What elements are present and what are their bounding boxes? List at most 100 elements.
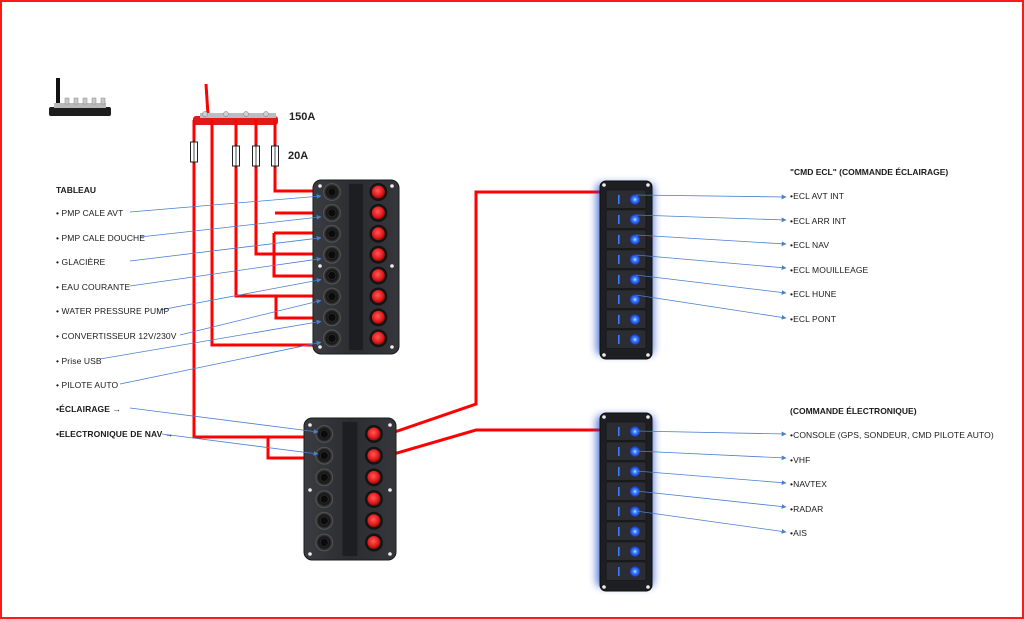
- leader-arrow: [179, 299, 322, 336]
- switch-indicator: [618, 295, 620, 304]
- leader-arrow: [635, 274, 787, 295]
- red-button-icon: [367, 514, 381, 528]
- switch-indicator: [618, 567, 620, 576]
- busbar-rating-label: 150A: [289, 111, 316, 123]
- screw-icon: [308, 552, 312, 556]
- switch-indicator: [618, 467, 620, 476]
- red-button-icon: [367, 470, 381, 484]
- panel-strip: [342, 422, 358, 556]
- blue-led-icon: [629, 274, 641, 285]
- tableau-item: • Prise USB: [56, 355, 102, 366]
- red-button-icon: [367, 427, 381, 441]
- leader-arrow: [635, 450, 787, 461]
- leader-arrow: [139, 214, 322, 238]
- screw-icon: [388, 552, 392, 556]
- switch-indicator: [618, 487, 620, 496]
- leader-arrow: [635, 470, 787, 486]
- cmd-elec-item: •AIS: [790, 528, 808, 538]
- red-button-icon: [371, 227, 385, 241]
- screw-icon: [390, 184, 394, 188]
- busbar-icon: [49, 78, 111, 116]
- blue-led-icon: [629, 506, 641, 517]
- switch-panel-sub: [303, 417, 397, 561]
- screw-icon: [646, 585, 650, 589]
- red-wire: [273, 120, 322, 193]
- leader-arrow: [635, 214, 787, 223]
- screw-icon: [308, 488, 312, 492]
- cmd-ecl-title: "CMD ECL" (COMMANDE ÉCLAIRAGE): [790, 167, 949, 177]
- red-button-icon: [371, 206, 385, 220]
- blue-led-icon: [629, 194, 641, 205]
- cmd-ecl-item: •ECL NAV: [790, 240, 830, 250]
- red-button-icon: [371, 310, 385, 324]
- blue-led-icon: [629, 526, 641, 537]
- switch-indicator: [618, 335, 620, 344]
- red-button-icon: [371, 269, 385, 283]
- leader-arrow: [635, 234, 787, 247]
- red-wire: [192, 120, 322, 439]
- red-button-icon: [371, 248, 385, 262]
- panel-strip: [349, 184, 363, 350]
- switch-panel-cmd-ecl: [599, 180, 653, 360]
- switch-panel-main: [312, 179, 400, 355]
- tableau-item: • EAU COURANTE: [56, 281, 131, 292]
- leader-arrow: [119, 340, 322, 385]
- blue-led-icon: [629, 566, 641, 577]
- cmd-elec-item: •RADAR: [790, 503, 824, 514]
- switch-indicator: [618, 235, 620, 244]
- eclairage-label: •ÉCLAIRAGE →: [56, 404, 122, 414]
- cmd-ecl-item: •ECL PONT: [790, 313, 837, 324]
- switch-indicator: [618, 275, 620, 284]
- blue-led-icon: [629, 294, 641, 305]
- red-wire: [274, 296, 322, 320]
- leader-arrow: [99, 319, 322, 360]
- screw-icon: [390, 345, 394, 349]
- screw-icon: [646, 415, 650, 419]
- screw-icon: [602, 183, 606, 187]
- fuse-rating-label: 20A: [288, 150, 309, 162]
- cmd-ecl-item: •ECL HUNE: [790, 289, 837, 299]
- cmd-ecl-item: •ECL MOUILLEAGE: [790, 264, 869, 275]
- blue-led-icon: [629, 466, 641, 477]
- tableau-item: • PMP CALE AVT: [56, 208, 124, 218]
- leader-arrow: [159, 278, 322, 311]
- red-wire: [210, 120, 322, 347]
- switch-indicator: [618, 547, 620, 556]
- blue-led-icon: [629, 314, 641, 325]
- screw-icon: [388, 488, 392, 492]
- red-wire: [379, 428, 602, 460]
- screw-icon: [646, 183, 650, 187]
- leader-arrow: [635, 490, 787, 509]
- cmd-elec-item: •VHF: [790, 454, 811, 465]
- switch-indicator: [618, 427, 620, 436]
- leader-arrow: [635, 510, 787, 534]
- cmd-elec-title: (COMMANDE ÉLECTRONIQUE): [790, 406, 917, 416]
- blue-led-icon: [629, 334, 641, 345]
- screw-icon: [646, 353, 650, 357]
- switch-indicator: [618, 255, 620, 264]
- red-button-icon: [371, 290, 385, 303]
- tableau-item: • PMP CALE DOUCHE: [56, 232, 146, 243]
- cmd-ecl-item: •ECL ARR INT: [790, 215, 847, 226]
- blue-led-icon: [629, 446, 641, 457]
- screw-icon: [602, 353, 606, 357]
- tableau-title: TABLEAU: [56, 185, 96, 195]
- switch-indicator: [618, 527, 620, 536]
- leader-arrow: [635, 254, 787, 271]
- blue-led-icon: [629, 234, 641, 245]
- blue-led-icon: [629, 214, 641, 225]
- leader-arrow: [161, 433, 319, 456]
- switch-indicator: [618, 195, 620, 204]
- screw-icon: [318, 345, 322, 349]
- red-button-icon: [367, 492, 381, 506]
- leader-arrow: [129, 256, 322, 287]
- leader-arrow: [129, 407, 319, 434]
- main-busbar: [193, 83, 278, 125]
- red-button-icon: [371, 185, 385, 199]
- leader-lines: [99, 193, 787, 534]
- switch-panel-cmd-elec: [599, 412, 653, 592]
- screw-icon: [602, 585, 606, 589]
- leader-arrow: [635, 294, 787, 320]
- switch-indicator: [618, 447, 620, 456]
